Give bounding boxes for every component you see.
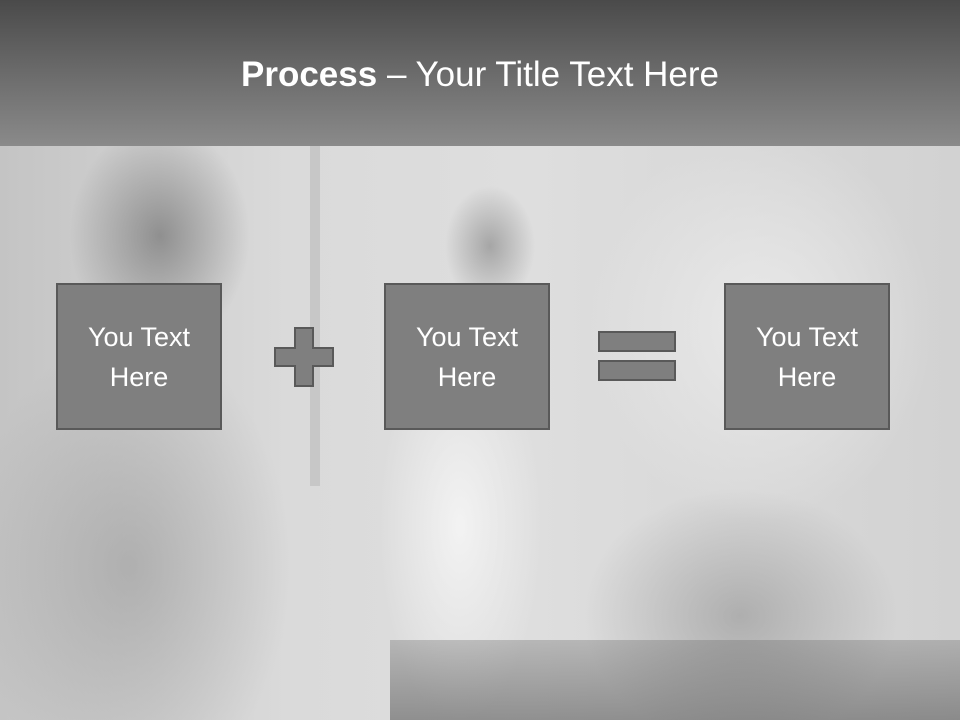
process-box-1-label: You Text Here [87, 321, 191, 392]
process-box-2-label: You Text Here [415, 321, 519, 392]
mirror-frame [310, 146, 320, 486]
mirror-bottom-frame [390, 640, 960, 720]
process-box-3[interactable]: You Text Here [724, 283, 890, 430]
title-bar: Process – Your Title Text Here [0, 0, 960, 146]
equals-icon [598, 331, 676, 381]
background-photo [0, 146, 960, 720]
slide-title: Process – Your Title Text Here [0, 52, 960, 98]
plus-icon [274, 327, 334, 387]
title-rest: – Your Title Text Here [377, 55, 719, 94]
process-box-1[interactable]: You Text Here [56, 283, 222, 430]
process-box-2[interactable]: You Text Here [384, 283, 550, 430]
title-bold: Process [241, 55, 378, 94]
process-box-3-label: You Text Here [755, 321, 859, 392]
